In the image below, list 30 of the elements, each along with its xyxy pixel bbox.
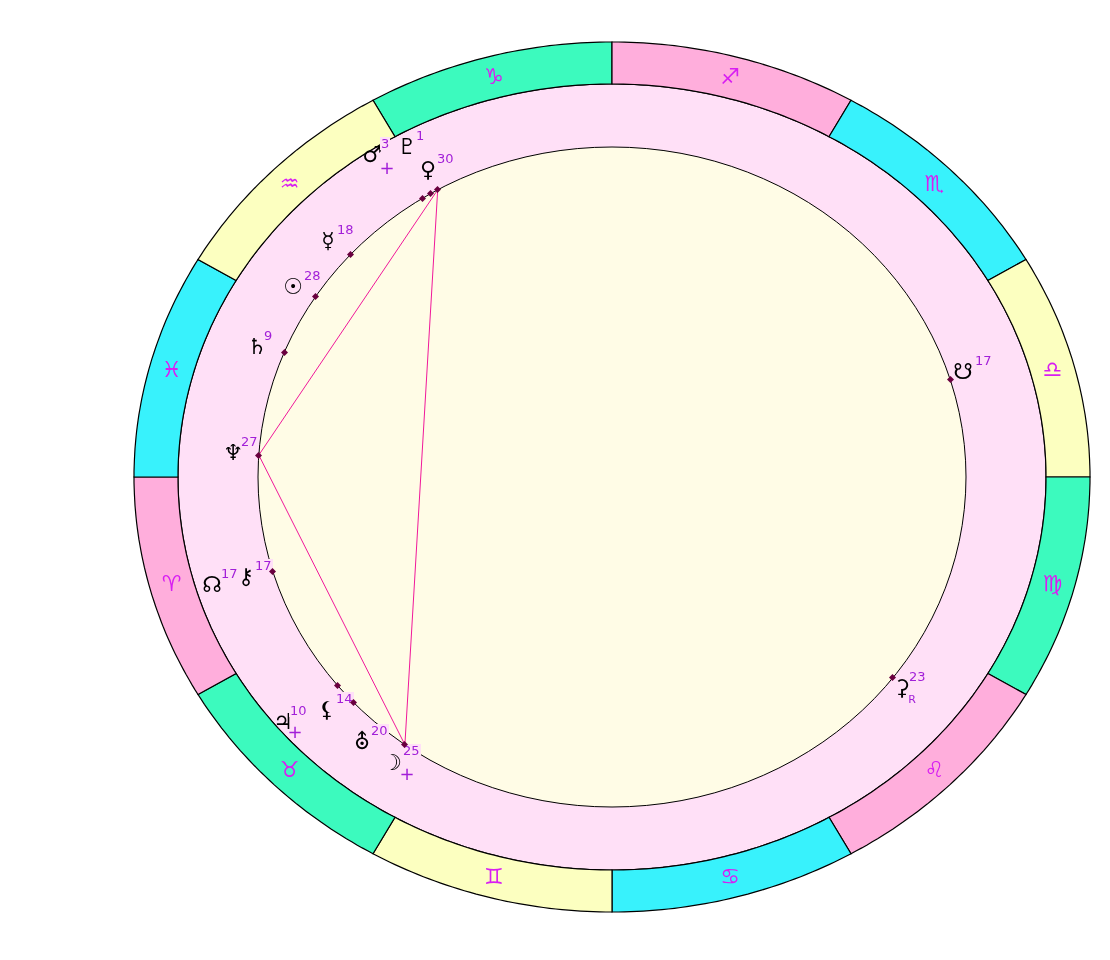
status-mark: R	[908, 693, 916, 705]
planet-symbol: ☊	[202, 574, 222, 596]
planet-symbol: ♀	[419, 159, 437, 181]
degree-number: 1	[415, 128, 426, 142]
zodiac-sign-symbol: ♑	[484, 66, 504, 89]
planet-symbol: ☉	[283, 276, 303, 298]
aspect-line	[258, 189, 439, 456]
planet-symbol: ⛢	[353, 731, 371, 753]
planet-symbol: ⚸	[318, 699, 336, 721]
zodiac-sign-symbol: ♍	[1042, 573, 1063, 596]
zodiac-sign-symbol: ♓	[161, 358, 182, 381]
zodiac-sign-symbol: ♎	[1042, 358, 1063, 381]
zodiac-sign-symbol: ♋	[720, 865, 740, 888]
status-mark: +	[379, 159, 395, 177]
status-mark: +	[399, 765, 415, 783]
planet-symbol: ☿	[321, 230, 335, 252]
zodiac-sign-symbol: ♌	[924, 758, 945, 781]
planet-symbol: ☋	[953, 361, 973, 383]
degree-number: 9	[263, 328, 274, 342]
degree-number: 3	[380, 136, 391, 150]
zodiac-sign-symbol: ♏	[924, 173, 945, 196]
planet-symbol: ⚷	[237, 566, 255, 588]
zodiac-sign-symbol: ♊	[484, 865, 504, 888]
zodiac-sign-symbol: ♉	[279, 758, 300, 781]
planet-symbol: ♇	[397, 136, 417, 158]
planet-symbol: ♆	[223, 442, 243, 464]
zodiac-sign-symbol: ♐	[720, 66, 740, 89]
planet-symbol: ☽	[382, 752, 402, 774]
zodiac-sign-symbol: ♈	[161, 573, 182, 596]
zodiac-sign-symbol: ♒	[279, 173, 300, 196]
